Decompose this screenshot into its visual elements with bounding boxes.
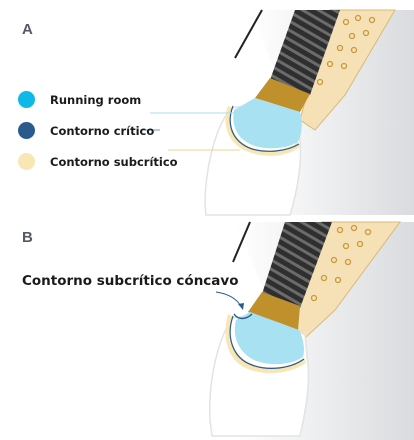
panel-b-letter: B (22, 229, 33, 246)
tissue-line-a (234, 9, 263, 59)
subcritical-band-a (225, 106, 300, 156)
legend-item-running-room: Running room (18, 91, 141, 108)
critical-contour-b (229, 315, 305, 369)
legend-label: Running room (50, 92, 142, 107)
panel-a-illustration (142, 9, 414, 216)
implant-threads-b (262, 222, 332, 308)
subcritical-contour-swatch (18, 153, 35, 170)
running-room-b (234, 312, 304, 365)
subcritical-band-b (225, 314, 306, 374)
tissue-line-b (232, 221, 251, 263)
legend-item-critical-contour: Contorno crítico (18, 122, 154, 139)
panel-divider (0, 217, 414, 221)
concave-contour-callout: Contorno subcrítico cóncavo (22, 273, 239, 289)
bone-dots-a (316, 14, 376, 86)
legend-label: Contorno subcrítico (50, 154, 178, 169)
implant-threads-a (270, 10, 340, 95)
abutment-a (255, 78, 310, 112)
bone-dots-b (310, 224, 372, 302)
panel-a-letter: A (22, 21, 33, 38)
legend-item-subcritical-contour: Contorno subcrítico (18, 153, 178, 170)
critical-contour-swatch (18, 122, 35, 139)
callout-arrowhead (238, 303, 244, 310)
concave-contour-marker (233, 313, 253, 320)
legend-label: Contorno crítico (50, 123, 155, 138)
running-room-a (233, 98, 302, 149)
critical-contour-a (229, 105, 300, 152)
running-room-swatch (18, 91, 35, 108)
callout-arrow (215, 291, 243, 309)
panel-b-illustration (208, 221, 414, 440)
abutment-b (248, 292, 300, 330)
